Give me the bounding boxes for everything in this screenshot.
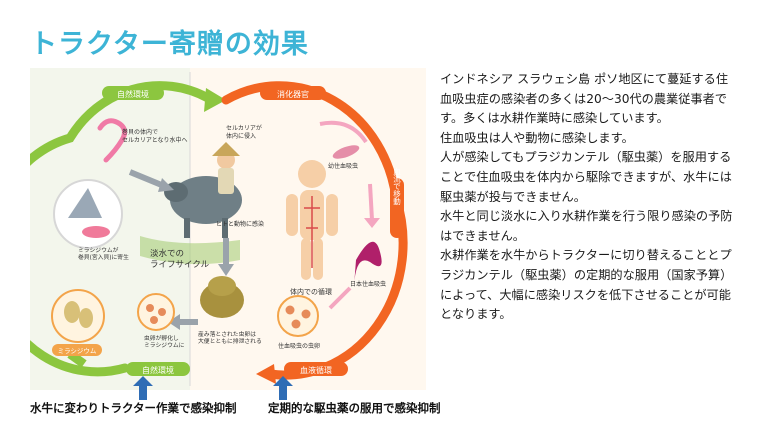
human-right-arm [326, 194, 338, 236]
natural-env-top-label: 自然環境 [117, 89, 149, 99]
digestive-organ-label: 消化器官 [277, 89, 309, 99]
paragraph-3: 人が感染してもプラジカンテル（駆虫薬）を服用することで住血吸虫を体内から駆除でき… [440, 150, 732, 204]
gray-arrow-1 [128, 169, 166, 189]
fluke-eggs-label: 住血吸虫の虫卵 [278, 342, 320, 350]
egg-b [158, 308, 166, 316]
schistosomiasis-lifecycle-diagram: 自然環境 消化器官 自然環境 血液循環 血流で移動 巻貝の体内でセルカリアとなり… [30, 68, 426, 390]
blood-circulation-label: 血液循環 [300, 365, 332, 375]
page-title: トラクター寄贈の効果 [30, 29, 309, 60]
human-head [298, 160, 326, 188]
blood-movement-label: 血流で移動 [392, 166, 401, 206]
egg-hatch-circle [137, 293, 175, 331]
young-fluke [332, 145, 360, 159]
egg-c [150, 316, 158, 324]
young-fluke-label: 幼住血吸虫 [328, 162, 358, 170]
human-left-arm [286, 194, 298, 236]
fluke-egg-2 [301, 309, 311, 319]
fluke-egg-1 [285, 305, 295, 315]
pink-arrow-top [319, 120, 368, 144]
caption-deworming: 定期的な駆虫薬の服用で感染抑制 [268, 401, 441, 415]
natural-env-bottom-label: 自然環境 [142, 365, 174, 375]
gray-arrowhead-1 [158, 178, 174, 192]
farmer-hat [212, 142, 240, 156]
natural-env-bottom-band [126, 362, 190, 376]
body-text: インドネシア スラウェシ島 ポソ地区にて蔓延する住血吸虫症の感染者の多くは20〜… [440, 70, 740, 325]
human-blood-vessels [304, 196, 320, 268]
miracidium-1 [64, 301, 80, 323]
freshwater-cycle-label: 淡水でのライフサイクル [150, 248, 210, 270]
human-left-leg [301, 238, 311, 280]
up-arrow-right-icon [273, 376, 293, 400]
paragraph-1: インドネシア スラウェシ島 ポソ地区にて蔓延する住血吸虫症の感染者の多くは20〜… [440, 72, 729, 126]
pink-arrow-bottom [328, 286, 352, 310]
human-animal-label: ヒトと動物に感染 [216, 220, 264, 228]
lifecycle-illustration: 自然環境 消化器官 自然環境 血液循環 血流で移動 巻貝の体内でセルカリアとなり… [30, 68, 426, 390]
up-arrow-left-icon [133, 376, 153, 400]
digestive-band [260, 86, 326, 100]
snail-shell [68, 188, 102, 218]
pink-arrow-right [368, 183, 374, 221]
miracidium-2 [79, 308, 93, 328]
cercaria-entry-label: セルカリアが体内に侵入 [226, 124, 262, 140]
paragraph-5: 水耕作業を水牛からトラクターに切り替えることとプラジカンテル（駆虫薬）の定期的な… [440, 248, 733, 322]
rice-paddy [140, 236, 240, 265]
miracidium-label: ミラシジウム [58, 347, 97, 355]
japan-fluke-label: 日本住血吸虫 [350, 280, 386, 288]
farmer-body [218, 168, 234, 194]
paragraph-2: 住血吸虫は人や動物に感染します。 [440, 130, 634, 145]
egg-hatch-label: 虫卵が孵化しミラシジウムに [144, 334, 185, 349]
snail-body-label: 巻貝の体内でセルカリアとなり水中へ [122, 128, 188, 144]
fluke-eggs-circle [277, 295, 319, 337]
buffalo-leg-1 [184, 218, 190, 238]
buffalo-leg-2 [222, 218, 228, 238]
eggs-expelled-label: 産み落とされた虫卵は大便とともに排泄される [198, 330, 262, 345]
green-arrowhead-top [204, 88, 226, 112]
caption-tractor: 水牛に変わりトラクター作業で感染抑制 [30, 401, 237, 415]
blood-movement-band [390, 178, 404, 238]
cercaria-worm [97, 118, 128, 163]
orange-arrowhead-bottom [256, 364, 276, 384]
fluke-egg-3 [291, 319, 301, 329]
gray-arrowhead-2 [218, 264, 234, 276]
egg-a [146, 304, 154, 312]
human-right-leg [313, 238, 323, 280]
natural-env-top-band [102, 86, 164, 100]
miracidium-in-snail [82, 226, 110, 238]
paragraph-4: 水牛と同じ淡水に入り水耕作業を行う限り感染の予防はできません。 [440, 209, 733, 243]
gray-arrowhead-3 [168, 314, 180, 330]
up-arrow-left-shape [133, 376, 153, 400]
miracidium-band [52, 344, 102, 356]
japan-fluke [354, 241, 382, 286]
up-arrow-right-shape [273, 376, 293, 400]
miracidium-host-label: ミラシジウムが巻貝(宮入貝)に寄生 [78, 246, 129, 261]
pink-arrowhead-right [364, 218, 380, 228]
feces-top [208, 276, 236, 296]
blood-circulation-band [284, 362, 348, 376]
body-cycle-label: 体内での循環 [290, 287, 332, 296]
